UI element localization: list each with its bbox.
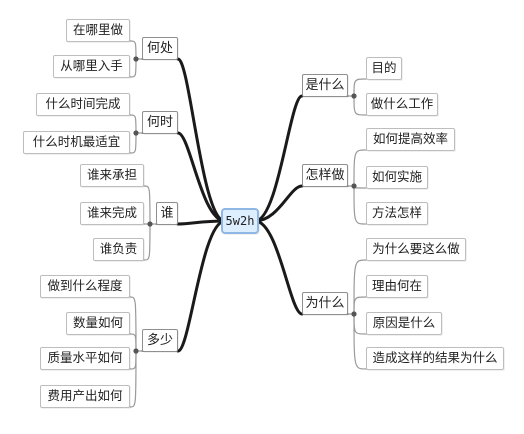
leaf-line-why-1 bbox=[353, 259, 367, 315]
branch-where[interactable]: 何处 bbox=[142, 37, 178, 60]
leaf-line-how-much-4 bbox=[129, 350, 137, 408]
leaf-what-2[interactable]: 做什么工作 bbox=[366, 93, 438, 116]
leaf-how-much-1[interactable]: 做到什么程度 bbox=[40, 275, 130, 298]
root-node[interactable]: 5w2h bbox=[221, 208, 259, 234]
branch-how[interactable]: 怎样做 bbox=[302, 164, 348, 187]
leaf-line-what-1 bbox=[353, 78, 367, 97]
leaf-line-how-1 bbox=[353, 149, 367, 187]
leaf-line-why-3 bbox=[353, 313, 367, 335]
leaf-why-4[interactable]: 造成这样的结果为什么 bbox=[366, 347, 504, 370]
leaf-line-why-2 bbox=[353, 296, 367, 315]
leaf-line-when-1 bbox=[129, 114, 137, 134]
leaf-who-1[interactable]: 谁来承担 bbox=[80, 164, 144, 187]
leaf-why-3[interactable]: 原因是什么 bbox=[366, 312, 442, 335]
trunk-why bbox=[253, 219, 304, 316]
trunk-how bbox=[253, 184, 304, 223]
leaf-line-where-2 bbox=[129, 58, 137, 78]
leaf-who-2[interactable]: 谁来完成 bbox=[80, 202, 144, 225]
leaf-when-2[interactable]: 什么时机最适宜 bbox=[23, 131, 130, 154]
leaf-who-3[interactable]: 谁负责 bbox=[93, 238, 144, 261]
trunk-when bbox=[176, 131, 227, 223]
knob-when bbox=[133, 130, 139, 136]
branch-when[interactable]: 何时 bbox=[142, 111, 178, 134]
trunk-who bbox=[176, 219, 227, 226]
leaf-where-1[interactable]: 在哪里做 bbox=[66, 19, 130, 42]
trunk-how-much bbox=[176, 219, 227, 353]
leaf-how-1[interactable]: 如何提高效率 bbox=[366, 128, 455, 151]
leaf-how-much-3[interactable]: 质量水平如何 bbox=[40, 347, 130, 370]
trunk-what bbox=[253, 94, 304, 223]
knob-how bbox=[351, 183, 357, 189]
leaf-how-much-4[interactable]: 费用产出如何 bbox=[40, 385, 130, 408]
knob-how-much bbox=[133, 348, 139, 354]
branch-why[interactable]: 为什么 bbox=[302, 292, 348, 315]
leaf-line-how-much-1 bbox=[129, 296, 137, 352]
leaf-line-where-1 bbox=[129, 40, 137, 60]
knob-what bbox=[351, 93, 357, 99]
leaf-how-2[interactable]: 如何实施 bbox=[366, 166, 428, 189]
leaf-how-3[interactable]: 方法怎样 bbox=[366, 202, 428, 225]
branch-who[interactable]: 谁 bbox=[156, 202, 178, 225]
leaf-why-1[interactable]: 为什么要这么做 bbox=[366, 238, 466, 261]
branch-what[interactable]: 是什么 bbox=[302, 74, 348, 97]
branch-how-much[interactable]: 多少 bbox=[142, 329, 178, 352]
leaf-where-2[interactable]: 从哪里入手 bbox=[53, 55, 130, 78]
leaf-line-how-much-3 bbox=[129, 350, 137, 370]
leaf-why-2[interactable]: 理由何在 bbox=[366, 275, 428, 298]
leaf-line-what-2 bbox=[353, 95, 367, 116]
leaf-how-much-2[interactable]: 数量如何 bbox=[66, 312, 130, 335]
leaf-what-1[interactable]: 目的 bbox=[366, 57, 402, 80]
leaf-line-who-1 bbox=[143, 185, 151, 225]
leaf-line-when-2 bbox=[129, 132, 137, 154]
leaf-when-1[interactable]: 什么时间完成 bbox=[36, 93, 130, 116]
knob-who bbox=[147, 221, 153, 227]
trunk-where bbox=[176, 57, 227, 223]
knob-why bbox=[351, 311, 357, 317]
knob-where bbox=[133, 56, 139, 62]
leaf-line-who-3 bbox=[143, 223, 151, 261]
leaf-line-how-much-2 bbox=[129, 333, 137, 352]
leaf-line-why-4 bbox=[353, 313, 367, 370]
leaf-line-how-3 bbox=[353, 185, 367, 225]
